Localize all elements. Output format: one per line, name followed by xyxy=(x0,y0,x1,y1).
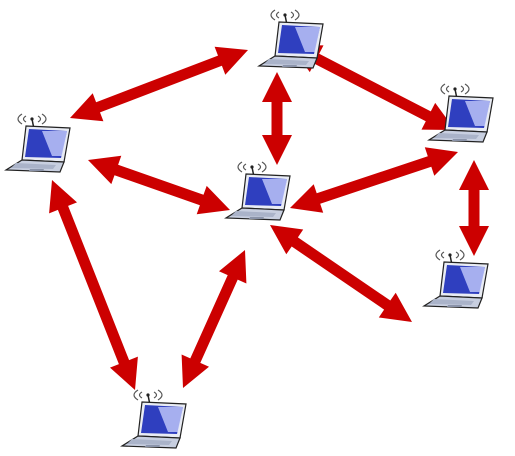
laptop-icon xyxy=(4,125,71,173)
wireless-signal-icon xyxy=(237,161,267,178)
wireless-signal-icon xyxy=(17,113,47,130)
link-arrow-top-right xyxy=(290,45,455,130)
link-arrow-left-center xyxy=(88,155,230,215)
laptop-icon xyxy=(120,401,187,449)
laptop-icon xyxy=(257,21,324,69)
link-arrow-top-center xyxy=(262,72,292,165)
laptop-node-center xyxy=(224,161,291,221)
laptop-node-bottom xyxy=(120,389,187,449)
link-arrow-right-right-lower xyxy=(459,160,489,256)
link-arrow-center-open-space xyxy=(270,225,412,322)
wireless-signal-icon xyxy=(270,9,300,26)
link-arrow-left-bottom xyxy=(49,180,138,390)
links-layer xyxy=(49,45,489,390)
laptop-icon xyxy=(224,173,291,221)
laptop-icon xyxy=(422,261,489,309)
link-arrow-top-left xyxy=(70,46,248,122)
link-arrow-center-bottom xyxy=(181,250,247,388)
laptop-icon xyxy=(427,95,494,143)
laptop-node-right-lower xyxy=(422,249,489,309)
link-arrow-center-right xyxy=(290,147,458,213)
laptop-node-left xyxy=(4,113,71,173)
laptop-node-top xyxy=(257,9,324,69)
nodes-layer xyxy=(4,9,494,449)
laptop-node-right xyxy=(427,83,494,143)
